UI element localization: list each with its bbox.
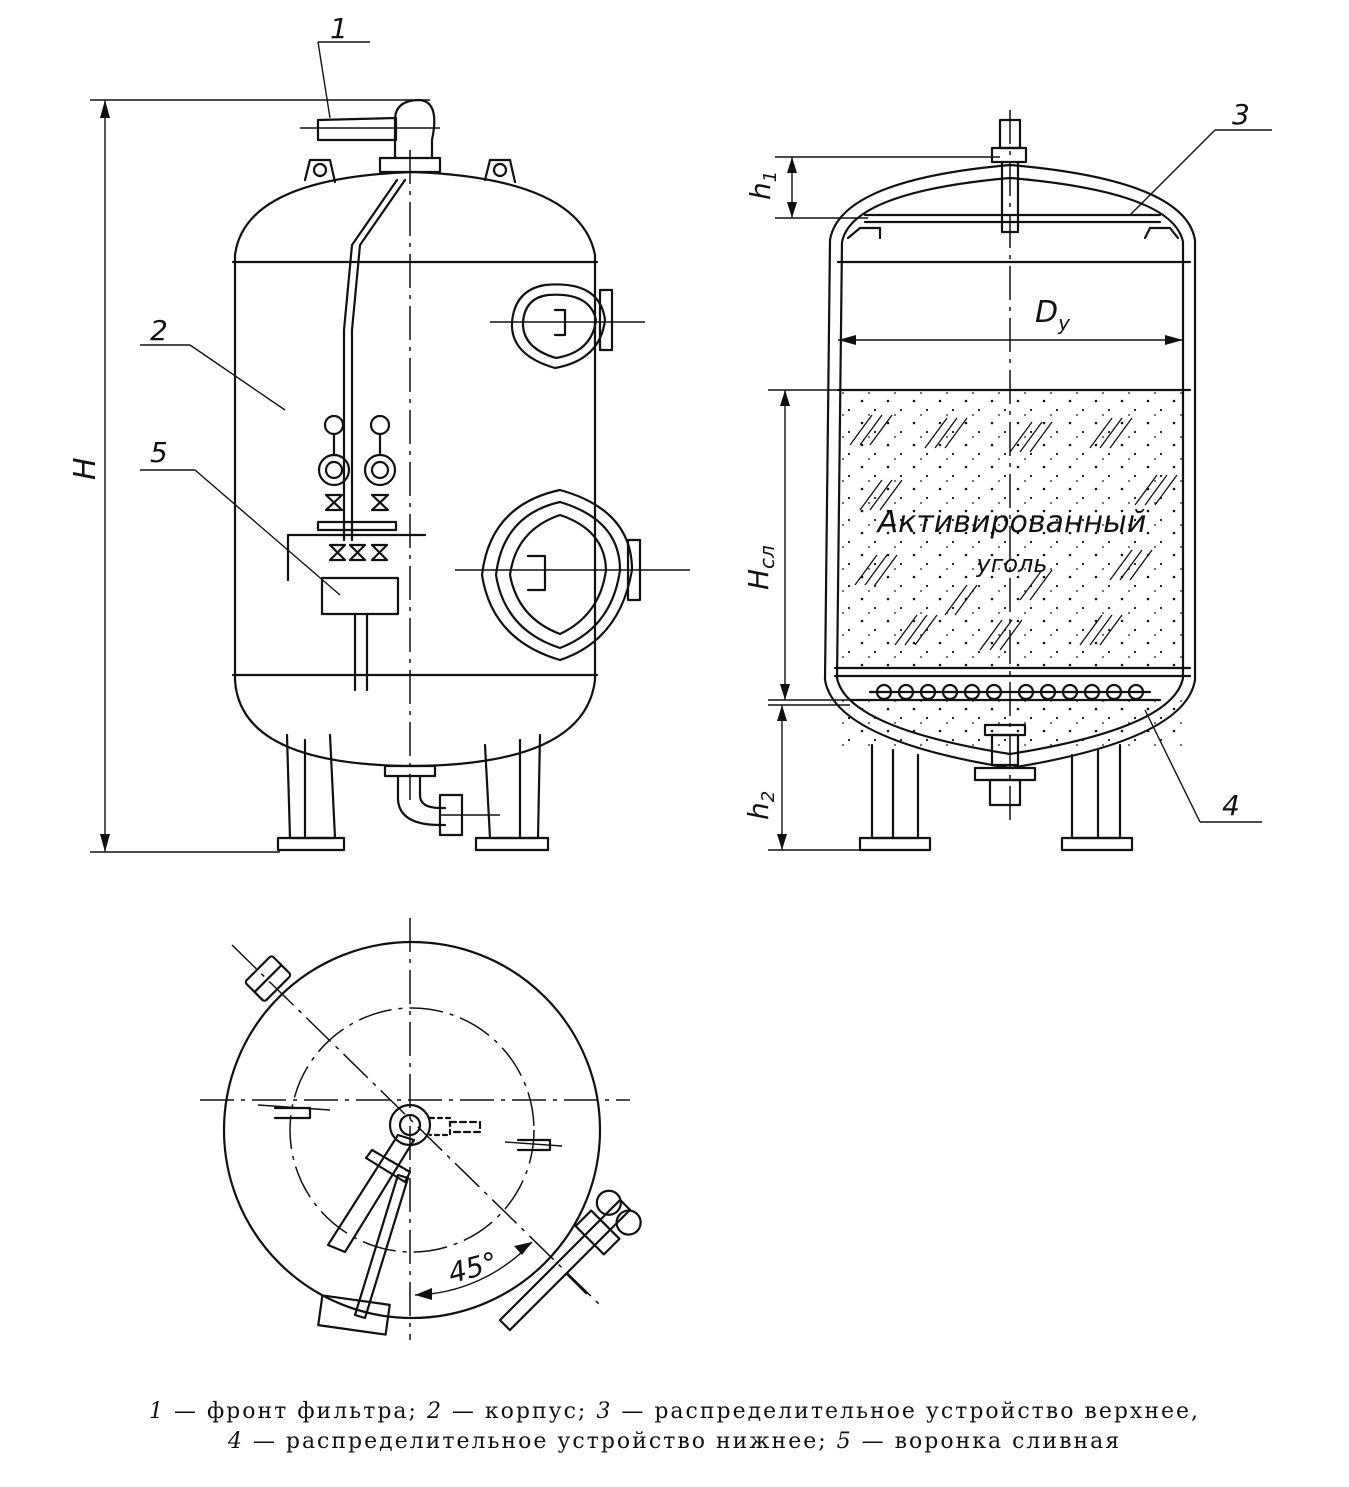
dim-Dy-label: Dy: [1035, 295, 1071, 335]
callout-3: 3: [1232, 98, 1250, 131]
callout-1: 1: [330, 12, 348, 45]
callout-5: 5: [150, 436, 168, 469]
dim-h1-label: h1: [744, 171, 781, 200]
caption-line-2: 4 — распределительное устройство нижнее;…: [227, 1429, 1122, 1454]
dim-Hsl-label: Hсл: [742, 545, 779, 590]
front-view: H: [68, 12, 690, 853]
activated-carbon-layer: [840, 390, 1186, 670]
filter-technical-drawing: H: [68, 12, 1272, 1340]
dim-h2-label: h2: [742, 791, 779, 820]
angle-label: 45°: [445, 1245, 501, 1290]
drain-funnel: [320, 576, 400, 616]
callout-4: 4: [1222, 789, 1240, 822]
media-label-line2: уголь: [976, 550, 1048, 578]
section-view: Активированный уголь: [742, 98, 1272, 852]
vessel-outline-plan: [222, 940, 602, 1320]
caption-line-1: 1 — фронт фильтра; 2 — корпус; 3 — распр…: [148, 1399, 1201, 1424]
callout-2: 2: [150, 314, 168, 347]
plan-view: 45°: [200, 918, 642, 1340]
dim-H-label: H: [68, 457, 103, 480]
vessel-body: [233, 170, 597, 768]
media-label-line1: Активированный: [876, 505, 1147, 540]
